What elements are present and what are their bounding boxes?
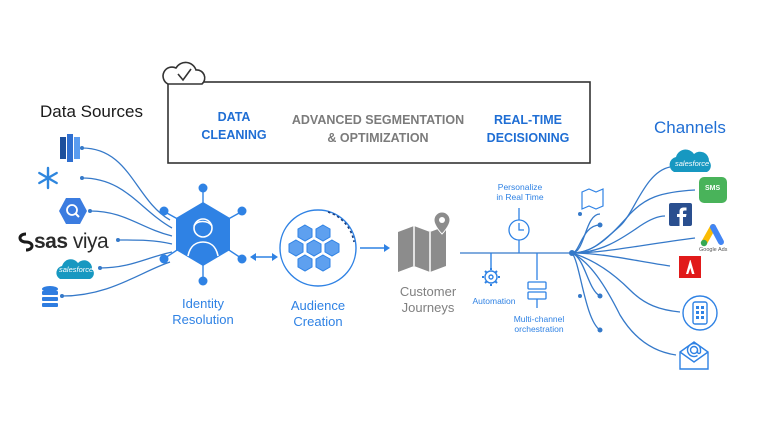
channels-title: Channels	[654, 118, 726, 137]
sas-brand: sas	[34, 230, 68, 253]
person-icon	[187, 218, 219, 257]
audience-creation-node	[279, 209, 357, 287]
banner-data-cleaning: DATA CLEANING	[201, 110, 267, 142]
mobile-app-icon	[682, 295, 718, 331]
google-ads-label: Google Ads	[699, 247, 728, 253]
salesforce-logo	[56, 259, 94, 279]
sms-icon	[699, 177, 727, 203]
database-icon	[42, 286, 58, 307]
google-ads-icon	[700, 224, 724, 247]
sas-product: viya	[72, 230, 109, 253]
banner-advanced-segmentation: ADVANCED SEGMENTATION & OPTIMIZATION	[291, 113, 465, 145]
salesforce-channel-label: salesforce	[675, 159, 710, 168]
automation-label: Automation	[472, 296, 516, 306]
snowflake-icon	[38, 166, 58, 190]
email-icon	[679, 341, 709, 370]
orchestration-icon	[527, 253, 547, 308]
adobe-icon	[679, 256, 701, 278]
sas-logo-mark	[18, 232, 34, 252]
sas-viya-logo: sas viya	[34, 230, 109, 254]
audience-journeys-arrow	[360, 244, 390, 252]
identity-resolution-node	[159, 183, 247, 286]
audience-creation-label: Audience Creation	[290, 298, 346, 329]
customer-journeys-label: Customer Journeys	[399, 284, 457, 315]
data-sources-title: Data Sources	[40, 102, 143, 121]
capabilities-banner	[167, 81, 591, 164]
journey-map-icon	[398, 211, 451, 272]
amazon-redshift-icon	[60, 134, 80, 162]
clock-icon	[508, 208, 530, 253]
channel-map-icon	[581, 188, 604, 210]
channel-connectors	[571, 166, 696, 356]
multichannel-label: Multi-channel orchestration	[513, 314, 565, 334]
source-connectors	[61, 147, 173, 297]
channel-connector-dots	[569, 212, 603, 333]
banner-real-time-decisioning: REAL-TIME DECISIONING	[486, 113, 570, 145]
cloud-check-icon	[162, 61, 206, 85]
google-bigquery-icon	[59, 198, 87, 224]
identity-audience-arrow	[250, 253, 278, 261]
facebook-icon	[669, 203, 692, 226]
identity-resolution-label: Identity Resolution	[172, 296, 234, 327]
salesforce-channel-logo	[669, 149, 711, 172]
personalize-label: Personalize in Real Time	[496, 182, 544, 202]
source-connector-dots	[60, 146, 120, 298]
automation-gear-icon	[482, 253, 500, 286]
sms-label: SMS	[705, 185, 721, 192]
salesforce-source-label: salesforce	[59, 265, 94, 274]
